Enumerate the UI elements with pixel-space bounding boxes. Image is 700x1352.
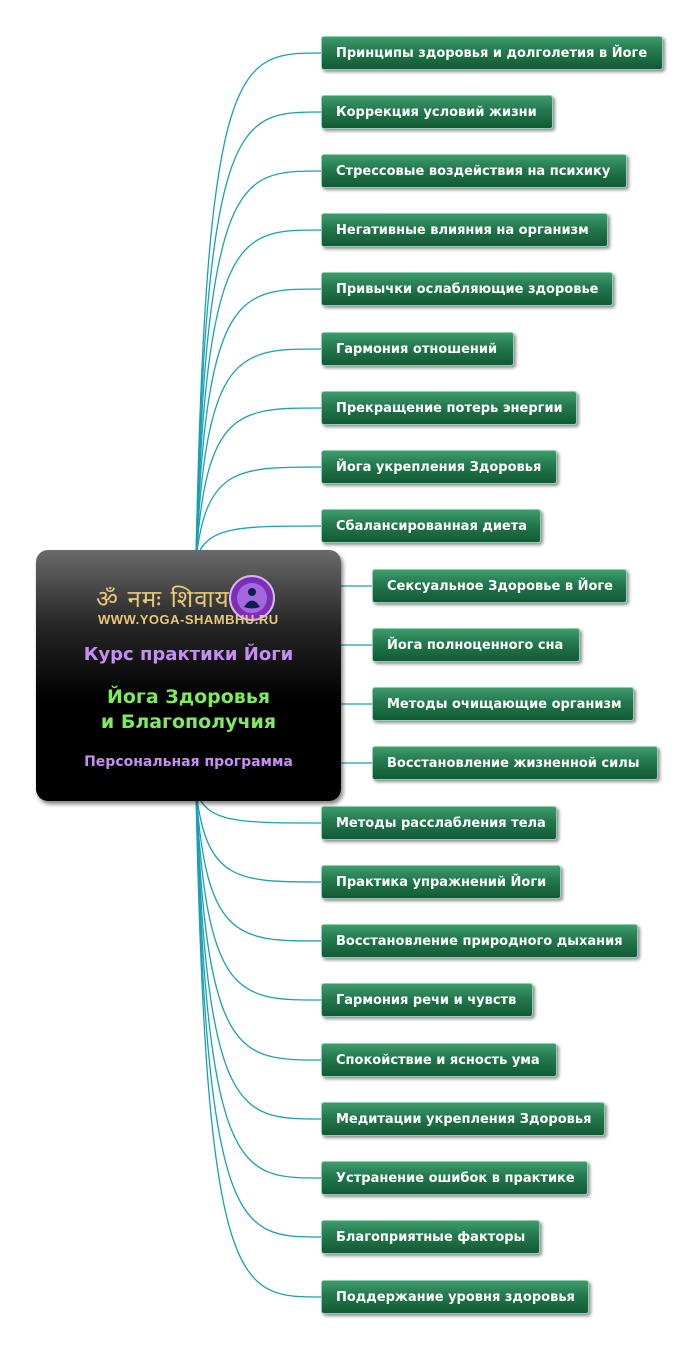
topic-node[interactable]: Йога полноценного сна	[372, 628, 580, 662]
logo-url: WWW.YOGA-SHAMBHU.RU	[98, 612, 279, 627]
connector-line	[195, 789, 322, 1120]
topic-node[interactable]: Восстановление природного дыхания	[321, 924, 638, 958]
connector-line	[195, 789, 322, 883]
subtitle: Персональная программа	[84, 754, 293, 770]
topic-node[interactable]: Медитации укрепления Здоровья	[321, 1102, 605, 1136]
topic-node[interactable]: Привычки ослабляющие здоровье	[321, 272, 613, 306]
connector-line	[195, 789, 322, 942]
topic-node[interactable]: Гармония отношений	[321, 332, 514, 366]
topic-node[interactable]: Методы расслабления тела	[321, 806, 557, 840]
connector-line	[195, 111, 322, 561]
connector-line	[195, 789, 322, 1001]
topic-node[interactable]: Поддержание уровня здоровья	[321, 1280, 589, 1314]
course-title: Курс практики Йоги	[83, 644, 294, 665]
topic-node[interactable]: Гармония речи и чувств	[321, 983, 533, 1017]
topic-node[interactable]: Сбалансированная диета	[321, 509, 541, 543]
topic-node[interactable]: Сексуальное Здоровье в Йоге	[372, 569, 627, 603]
logo-text: ॐ नमः शिवाय	[96, 585, 230, 613]
topic-node[interactable]: Благоприятные факторы	[321, 1220, 540, 1254]
central-topic[interactable]: ॐ नमः शिवाय WWW.YOGA-SHAMBHU.RU Курс пра…	[36, 550, 341, 801]
connector-line	[195, 288, 322, 561]
topic-node[interactable]: Стрессовые воздействия на психику	[321, 154, 627, 188]
topic-node[interactable]: Негативные влияния на организм	[321, 213, 608, 247]
connector-line	[195, 789, 322, 1179]
topic-node[interactable]: Коррекция условий жизни	[321, 95, 553, 129]
connector-line	[195, 789, 322, 1298]
connector-line	[195, 229, 322, 561]
topic-node[interactable]: Принципы здоровья и долголетия в Йоге	[321, 36, 663, 70]
connector-line	[195, 525, 322, 561]
topic-node[interactable]: Восстановление жизненной силы	[372, 746, 658, 780]
logo: ॐ नमः शिवाय WWW.YOGA-SHAMBHU.RU	[36, 562, 341, 627]
topic-node[interactable]: Практика упражнений Йоги	[321, 865, 561, 899]
connector-line	[195, 52, 322, 561]
topic-node[interactable]: Устранение ошибок в практике	[321, 1161, 588, 1195]
meditation-emblem-icon	[229, 575, 275, 621]
connector-line	[195, 407, 322, 561]
connector-line	[195, 170, 322, 561]
topic-node[interactable]: Спокойствие и ясность ума	[321, 1043, 557, 1077]
main-title-line-1: Йога Здоровья	[106, 686, 271, 708]
connector-line	[195, 348, 322, 561]
topic-node[interactable]: Методы очищающие организм	[372, 687, 634, 721]
topic-node[interactable]: Йога укрепления Здоровья	[321, 450, 557, 484]
main-title-line-2: и Благополучия	[100, 711, 277, 733]
connector-line	[195, 789, 322, 1061]
topic-node[interactable]: Прекращение потерь энергии	[321, 391, 577, 425]
connector-line	[195, 466, 322, 561]
connector-line	[195, 789, 322, 1238]
